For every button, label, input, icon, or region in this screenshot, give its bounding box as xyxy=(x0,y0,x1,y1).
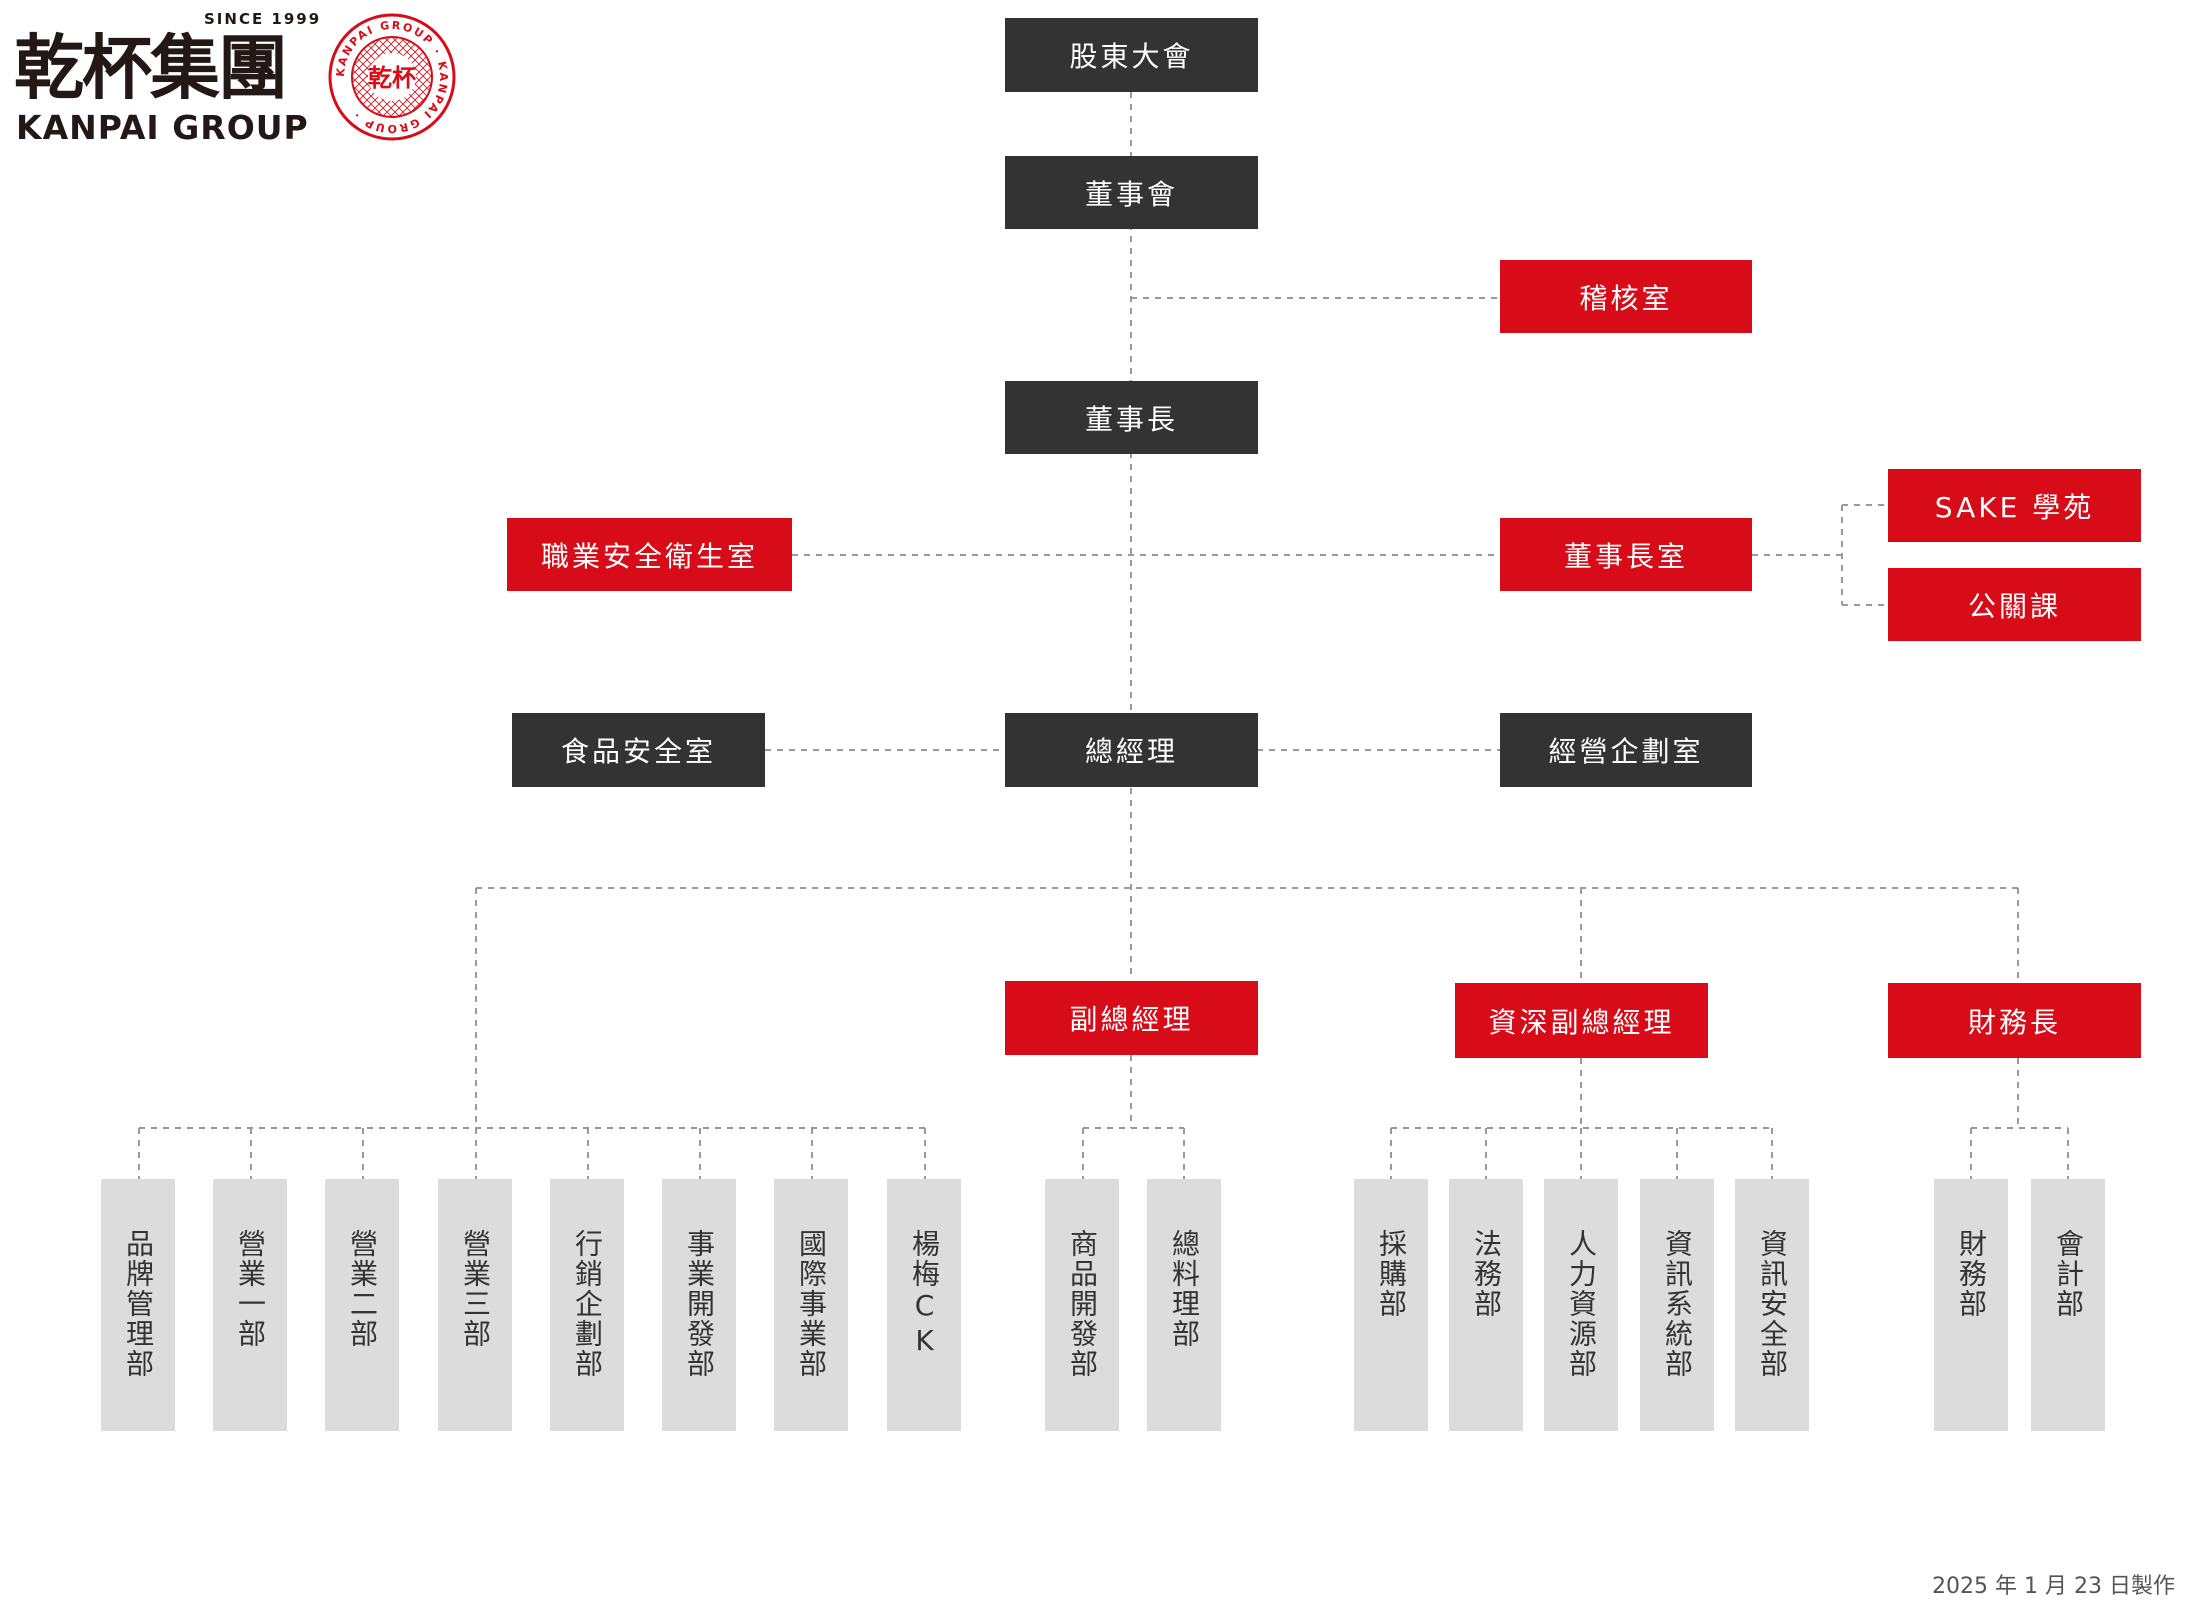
kanpai-group-logo: 乾杯集團 SINCE 1999 KANPAI GROUP KANPAI GROU… xyxy=(14,10,464,147)
dept-label: 營業二部 xyxy=(346,1229,379,1349)
dept-brand-management: 品牌管理部 xyxy=(101,1179,175,1431)
node-food-safety: 食品安全室 xyxy=(512,713,765,787)
dept-label: 法務部 xyxy=(1470,1229,1503,1319)
dept-purchasing: 採購部 xyxy=(1354,1179,1428,1431)
dept-label: 營業三部 xyxy=(459,1229,492,1349)
dept-label: 行銷企劃部 xyxy=(571,1229,604,1379)
dept-business-development: 事業開發部 xyxy=(662,1179,736,1431)
dept-sales-2: 營業二部 xyxy=(325,1179,399,1431)
node-shareholders: 股東大會 xyxy=(1005,18,1258,92)
dept-information-security: 資訊安全部 xyxy=(1735,1179,1809,1431)
dept-marketing: 行銷企劃部 xyxy=(550,1179,624,1431)
dept-sales-3: 營業三部 xyxy=(438,1179,512,1431)
node-senior-deputy-gm: 資深副總經理 xyxy=(1455,983,1708,1058)
logo-english-name: KANPAI GROUP xyxy=(16,108,309,147)
logo-chinese-name: 乾杯集團 xyxy=(14,27,288,109)
node-sake-academy: SAKE 學苑 xyxy=(1888,469,2141,542)
node-safety: 職業安全衛生室 xyxy=(507,518,792,591)
node-deputy-gm: 副總經理 xyxy=(1005,981,1258,1055)
dept-finance: 財務部 xyxy=(1934,1179,2008,1431)
dept-accounting: 會計部 xyxy=(2031,1179,2105,1431)
dept-label: 總料理部 xyxy=(1168,1229,1201,1349)
seal-icon: KANPAI GROUP · KANPAI GROUP · 乾杯 xyxy=(328,13,456,141)
dept-international: 國際事業部 xyxy=(774,1179,848,1431)
svg-text:乾杯: 乾杯 xyxy=(368,64,416,92)
logo-since: SINCE 1999 xyxy=(204,10,322,28)
dept-label: 營業一部 xyxy=(234,1229,267,1349)
node-pr: 公關課 xyxy=(1888,568,2141,641)
dept-human-resources: 人力資源部 xyxy=(1544,1179,1618,1431)
dept-label: 財務部 xyxy=(1955,1229,1988,1319)
node-chairman: 董事長 xyxy=(1005,381,1258,454)
dept-label: 楊梅CK xyxy=(908,1229,941,1359)
node-board: 董事會 xyxy=(1005,156,1258,229)
dept-label: 資訊安全部 xyxy=(1756,1229,1789,1379)
dept-label: 採購部 xyxy=(1375,1229,1408,1319)
dept-yangmei-ck: 楊梅CK xyxy=(887,1179,961,1431)
dept-culinary: 總料理部 xyxy=(1147,1179,1221,1431)
dept-legal: 法務部 xyxy=(1449,1179,1523,1431)
dept-label: 會計部 xyxy=(2052,1229,2085,1319)
node-chairman-office: 董事長室 xyxy=(1500,518,1752,591)
dept-information-systems: 資訊系統部 xyxy=(1640,1179,1714,1431)
dept-product-development: 商品開發部 xyxy=(1045,1179,1119,1431)
node-cfo: 財務長 xyxy=(1888,983,2141,1058)
dept-label: 事業開發部 xyxy=(683,1229,716,1379)
dept-label: 國際事業部 xyxy=(795,1229,828,1379)
node-gm: 總經理 xyxy=(1005,713,1258,787)
footer-date: 2025 年 1 月 23 日製作 xyxy=(1932,1574,2175,1599)
node-audit: 稽核室 xyxy=(1500,260,1752,333)
node-planning: 經營企劃室 xyxy=(1500,713,1752,787)
dept-label: 資訊系統部 xyxy=(1661,1229,1694,1379)
dept-label: 人力資源部 xyxy=(1565,1229,1598,1379)
dept-label: 品牌管理部 xyxy=(122,1229,155,1379)
dept-sales-1: 營業一部 xyxy=(213,1179,287,1431)
dept-label: 商品開發部 xyxy=(1066,1229,1099,1379)
